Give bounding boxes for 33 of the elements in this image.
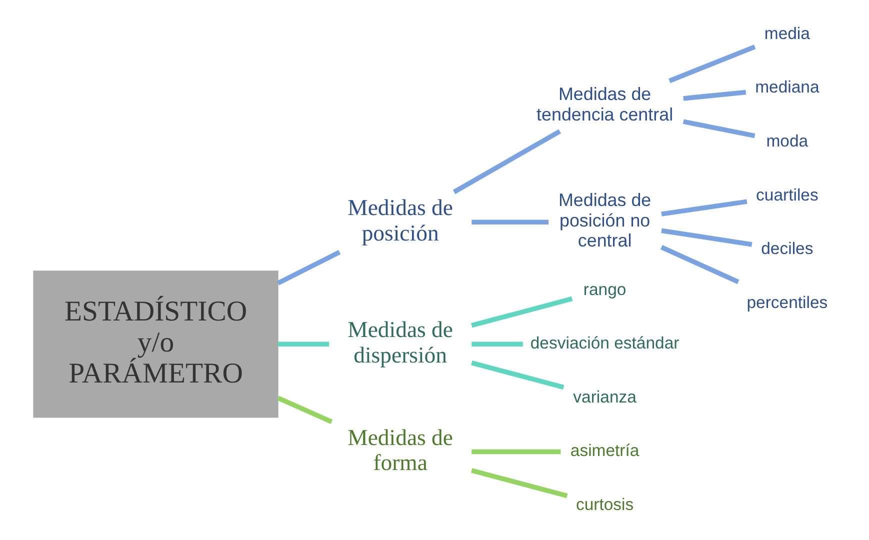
connector xyxy=(682,90,746,101)
connector xyxy=(452,129,561,194)
node-box: ESTADÍSTICO y/o PARÁMETRO xyxy=(32,270,278,418)
node-text: curtosis xyxy=(575,495,634,514)
connector xyxy=(660,228,752,247)
node-text: varianza xyxy=(572,387,636,406)
connector xyxy=(278,342,329,347)
connector xyxy=(470,296,572,328)
connector xyxy=(276,396,332,424)
connector xyxy=(682,119,755,138)
node-text: media xyxy=(764,24,810,43)
node-text: Medidas de dispersión xyxy=(347,317,453,368)
node-text: mediana xyxy=(754,78,819,97)
node-text: asimetría xyxy=(570,441,639,460)
node-text: desviación estándar xyxy=(530,334,679,353)
node-text: cuartiles xyxy=(756,185,818,204)
connector xyxy=(471,342,522,347)
connector xyxy=(276,250,340,286)
node-text: Medidas de posición no central xyxy=(558,190,651,251)
node-text: Medidas de tendencia central xyxy=(536,84,673,125)
node-text: Medidas de forma xyxy=(347,424,453,475)
connector xyxy=(471,220,548,225)
node-text: rango xyxy=(582,280,626,299)
node-text: Medidas de posición xyxy=(347,195,453,246)
connector xyxy=(470,360,564,390)
connector xyxy=(470,468,568,498)
connector xyxy=(660,245,739,284)
node-text: moda xyxy=(766,131,808,150)
connector xyxy=(668,44,756,84)
connector xyxy=(471,449,560,454)
node-text: deciles xyxy=(760,239,813,258)
node-text: percentiles xyxy=(746,292,828,312)
connector xyxy=(660,199,747,216)
